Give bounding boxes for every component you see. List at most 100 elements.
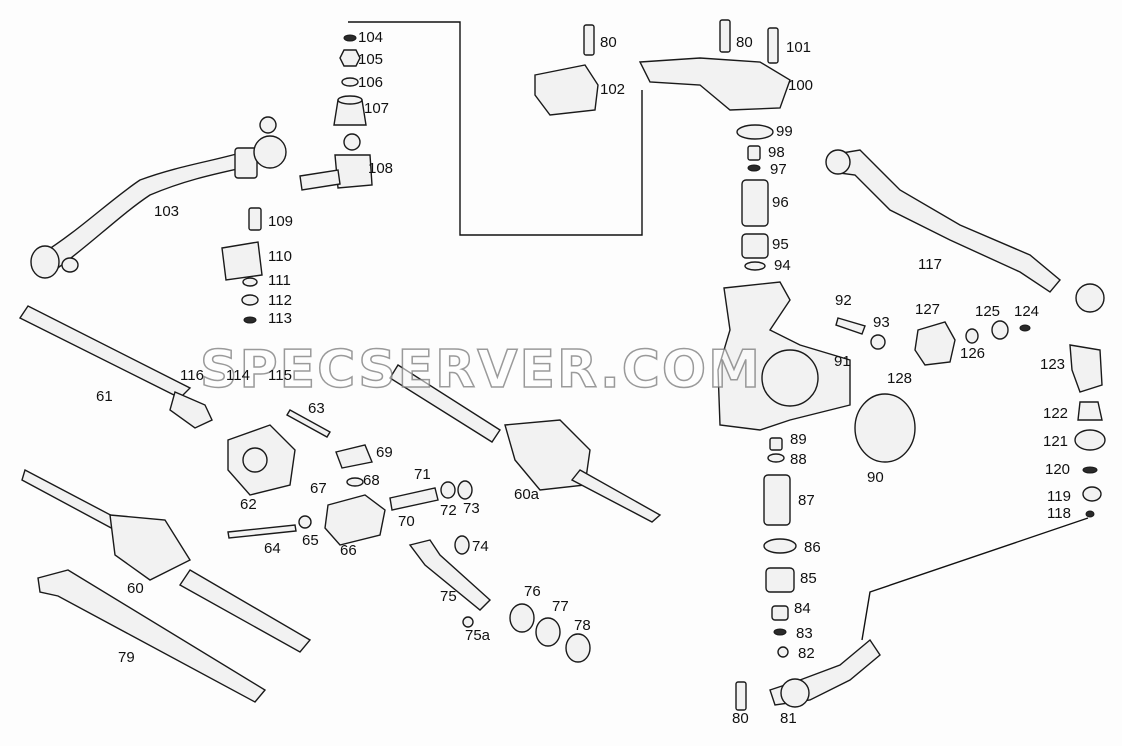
callout-125: 125 <box>975 303 1001 320</box>
callout-107: 107 <box>364 100 390 117</box>
callout-80c: 80 <box>732 710 749 727</box>
callout-120: 120 <box>1045 461 1071 478</box>
callout-109: 109 <box>268 213 294 230</box>
callout-90: 90 <box>867 469 884 486</box>
callout-65: 65 <box>302 532 319 549</box>
clamp-stack <box>221 207 263 324</box>
lower-kingpin-stack <box>763 437 797 658</box>
callout-77: 77 <box>552 598 569 615</box>
callout-126: 126 <box>960 345 986 362</box>
hub-parts <box>408 535 591 663</box>
callout-79: 79 <box>118 649 135 666</box>
callout-72: 72 <box>440 502 457 519</box>
callout-128: 128 <box>887 370 913 387</box>
callout-117: 117 <box>918 256 942 273</box>
yoke-62 <box>227 424 296 496</box>
callout-95: 95 <box>772 236 789 253</box>
callout-94: 94 <box>774 257 791 274</box>
callout-106: 106 <box>358 74 384 91</box>
callout-92: 92 <box>835 292 852 309</box>
callout-61: 61 <box>96 388 113 405</box>
callout-60: 60 <box>127 580 144 597</box>
callout-75a: 75a <box>465 627 491 644</box>
callout-112: 112 <box>268 292 292 309</box>
pin-64 <box>227 524 297 539</box>
callout-101: 101 <box>786 39 812 56</box>
callout-76: 76 <box>524 583 541 600</box>
callout-116: 116 <box>180 367 204 384</box>
callout-85: 85 <box>800 570 817 587</box>
callout-69: 69 <box>376 444 393 461</box>
callout-78: 78 <box>574 617 591 634</box>
callout-100: 100 <box>788 77 814 94</box>
callout-105: 105 <box>358 51 384 68</box>
callout-88: 88 <box>790 451 807 468</box>
callout-60a: 60a <box>514 486 540 503</box>
leader-line-top <box>348 21 643 236</box>
callout-67: 67 <box>310 480 327 497</box>
callout-71: 71 <box>414 466 431 483</box>
callout-68: 68 <box>363 472 380 489</box>
half-shaft-61 <box>18 305 213 429</box>
bolt-63 <box>286 409 331 438</box>
callout-114: 114 <box>226 367 250 384</box>
callout-73: 73 <box>463 500 480 517</box>
callout-89: 89 <box>790 431 807 448</box>
callout-66: 66 <box>340 542 357 559</box>
callout-75: 75 <box>440 588 457 605</box>
callout-102: 102 <box>600 81 626 98</box>
steering-arm-assembly <box>534 19 791 116</box>
callout-62: 62 <box>240 496 257 513</box>
callout-123: 123 <box>1040 356 1066 373</box>
callout-103: 103 <box>154 203 180 220</box>
callout-115: 115 <box>268 367 292 384</box>
kingpin-stack <box>736 124 774 271</box>
leader-line-bottom <box>861 517 1089 641</box>
callout-70: 70 <box>398 513 415 530</box>
callout-81: 81 <box>780 710 797 727</box>
callout-87: 87 <box>798 492 815 509</box>
callout-113: 113 <box>268 310 292 327</box>
callout-91: 91 <box>834 353 851 370</box>
axle-60 <box>21 468 312 653</box>
tie-rod-117 <box>825 149 1105 313</box>
callout-98: 98 <box>768 144 785 161</box>
callout-63: 63 <box>308 400 325 417</box>
callout-64: 64 <box>264 540 281 557</box>
bolt-92 <box>835 317 866 335</box>
ball-joint-123 <box>1069 344 1106 518</box>
seal-ring-90 <box>854 393 916 463</box>
cross-parts <box>298 444 473 546</box>
callout-104: 104 <box>358 29 384 46</box>
callout-93: 93 <box>873 314 890 331</box>
callout-118: 118 <box>1047 505 1071 522</box>
lower-steering-arm <box>735 638 881 711</box>
callout-86: 86 <box>804 539 821 556</box>
callout-96: 96 <box>772 194 789 211</box>
callout-80b: 80 <box>736 34 753 51</box>
callout-119: 119 <box>1047 488 1071 505</box>
ball-joint-stack <box>299 34 373 191</box>
callout-124: 124 <box>1014 303 1040 320</box>
callout-74: 74 <box>472 538 489 555</box>
callout-82: 82 <box>798 645 815 662</box>
nut-93 <box>870 334 886 350</box>
callout-127: 127 <box>915 301 941 318</box>
callout-84: 84 <box>794 600 811 617</box>
axle-60a <box>389 364 662 523</box>
axle-shaft-79 <box>37 569 267 703</box>
steering-knuckle-91 <box>717 281 851 431</box>
callout-80a: 80 <box>600 34 617 51</box>
callout-110: 110 <box>268 248 292 265</box>
clamp-127-group <box>914 320 1031 366</box>
watermark: SPECSERVER.COM <box>199 339 762 401</box>
callout-122: 122 <box>1043 405 1069 422</box>
callout-111: 111 <box>268 272 291 289</box>
callout-83: 83 <box>796 625 813 642</box>
callout-99: 99 <box>776 123 793 140</box>
callout-108: 108 <box>368 160 394 177</box>
drag-link-103 <box>30 116 287 279</box>
callout-97: 97 <box>770 161 787 178</box>
